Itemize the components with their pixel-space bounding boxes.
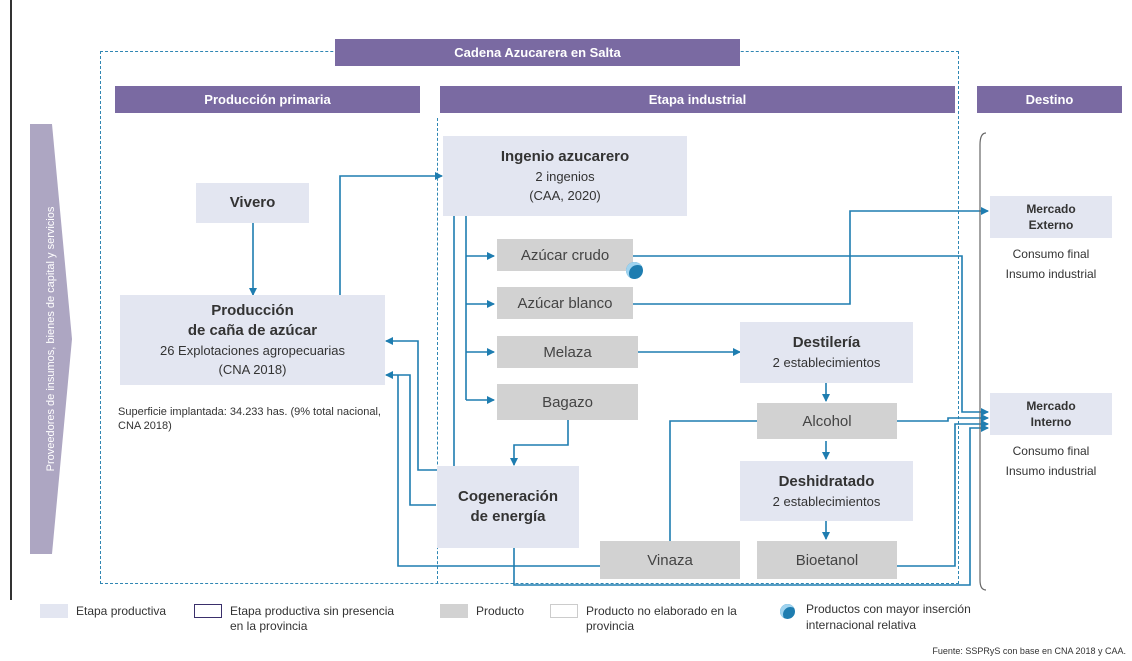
legend-etapa: Etapa productiva bbox=[76, 604, 167, 618]
destileria-box: Destilería 2 establecimientos bbox=[740, 322, 913, 383]
vivero-title: Vivero bbox=[229, 194, 276, 211]
legend-swatch-producto-no bbox=[550, 604, 578, 618]
destileria-line-1: 2 establecimientos bbox=[772, 355, 881, 370]
ingenio-line-2: (CAA, 2020) bbox=[529, 188, 601, 203]
mercado-externo-body: Consumo final Insumo industrial bbox=[990, 238, 1112, 284]
line-alcohol-interno bbox=[897, 414, 989, 422]
legend-globe-dot-icon bbox=[780, 604, 795, 619]
product-bioetanol: Bioetanol bbox=[757, 541, 897, 579]
product-alcohol: Alcohol bbox=[757, 403, 897, 439]
legend-producto-no-2: provincia bbox=[586, 619, 635, 633]
legend-swatch-etapa bbox=[40, 604, 68, 618]
product-azucar-crudo: Azúcar crudo bbox=[497, 239, 633, 271]
product-vinaza: Vinaza bbox=[600, 541, 740, 579]
left-rule bbox=[10, 0, 12, 600]
legend: Etapa productiva Etapa productiva sin pr… bbox=[40, 602, 1100, 643]
mercado-interno-line-2: Insumo industrial bbox=[1005, 464, 1097, 478]
mercado-externo: Mercado Externo Consumo final Insumo ind… bbox=[990, 196, 1112, 296]
legend-producto-no-1: Producto no elaborado en la bbox=[586, 604, 737, 618]
header-primary: Producción primaria bbox=[115, 86, 420, 113]
line-vinaza-produccion bbox=[397, 375, 600, 567]
source-note: Fuente: SSPRyS con base en CNA 2018 y CA… bbox=[932, 646, 1126, 656]
line-alcohol-vinaza bbox=[669, 420, 757, 541]
legend-swatch-etapa-sin bbox=[194, 604, 222, 618]
line-blanco-externo bbox=[633, 207, 989, 305]
cogeneracion-title-1: Cogeneración bbox=[457, 488, 559, 505]
line-cogeneracion-interno bbox=[513, 424, 989, 586]
legend-insercion-1: Productos con mayor inserción bbox=[806, 602, 971, 616]
legend-producto: Producto bbox=[476, 604, 525, 618]
line-cogeneracion-produccion bbox=[385, 371, 436, 506]
line-crudo-interno bbox=[633, 255, 989, 416]
industrial-frame bbox=[437, 118, 438, 584]
legend-etapa-sin-2: en la provincia bbox=[230, 619, 308, 633]
ingenio-line-1: 2 ingenios bbox=[535, 169, 595, 184]
destination-brace bbox=[979, 132, 987, 591]
line-bioetanol-interno bbox=[897, 420, 989, 567]
produccion-title-1: Producción bbox=[211, 302, 294, 319]
cogeneracion-box: Cogeneración de energía bbox=[437, 466, 579, 548]
legend-insercion-2: internacional relativa bbox=[806, 618, 917, 632]
vivero-box: Vivero bbox=[196, 183, 309, 223]
cogeneracion-title-2: de energía bbox=[470, 508, 546, 525]
legend-swatch-producto bbox=[440, 604, 468, 618]
product-melaza: Melaza bbox=[497, 336, 638, 368]
arrow-bagazo-cogeneracion bbox=[510, 420, 569, 466]
deshidratado-box: Deshidratado 2 establecimientos bbox=[740, 461, 913, 521]
mercado-externo-title-1: Mercado bbox=[1026, 202, 1076, 216]
mercado-interno-title-1: Mercado bbox=[1026, 399, 1076, 413]
product-bagazo: Bagazo bbox=[497, 384, 638, 420]
header-industrial: Etapa industrial bbox=[440, 86, 955, 113]
destileria-title: Destilería bbox=[792, 334, 861, 351]
deshidratado-line-1: 2 establecimientos bbox=[772, 493, 881, 509]
header-destination: Destino bbox=[977, 86, 1122, 113]
deshidratado-title: Deshidratado bbox=[778, 472, 875, 490]
globe-dot-icon bbox=[626, 262, 643, 279]
produccion-box: Producción de caña de azúcar 26 Explotac… bbox=[120, 295, 385, 385]
chain-title: Cadena Azucarera en Salta bbox=[335, 39, 740, 66]
produccion-line-1: 26 Explotaciones agropecuarias bbox=[159, 343, 345, 358]
line-ingenio-produccion bbox=[385, 216, 455, 471]
product-azucar-blanco: Azúcar blanco bbox=[497, 287, 633, 319]
side-arrow-shape bbox=[30, 124, 72, 554]
produccion-title-2: de caña de azúcar bbox=[187, 322, 318, 339]
superficie-note: Superficie implantada: 34.233 has. (9% t… bbox=[118, 406, 381, 432]
produccion-line-2: (CNA 2018) bbox=[218, 362, 287, 377]
mercado-interno-body: Consumo final Insumo industrial bbox=[990, 435, 1112, 481]
mercado-interno-line-1: Consumo final bbox=[1012, 444, 1090, 458]
mercado-interno-title-2: Interno bbox=[1030, 415, 1072, 429]
ingenio-title: Ingenio azucarero bbox=[500, 148, 630, 165]
mercado-externo-title: Mercado Externo bbox=[990, 196, 1112, 238]
mercado-externo-title-2: Externo bbox=[1028, 218, 1074, 232]
mercado-externo-line-1: Consumo final bbox=[1012, 247, 1090, 261]
legend-etapa-sin-1: Etapa productiva sin presencia bbox=[230, 604, 395, 618]
ingenio-box: Ingenio azucarero 2 ingenios (CAA, 2020) bbox=[443, 136, 687, 216]
arrow-produccion-ingenio bbox=[339, 172, 443, 295]
mercado-interno-title: Mercado Interno bbox=[990, 393, 1112, 435]
mercado-interno: Mercado Interno Consumo final Insumo ind… bbox=[990, 393, 1112, 493]
mercado-externo-line-2: Insumo industrial bbox=[1005, 267, 1097, 281]
side-arrow: Proveedores de insumos, bienes de capita… bbox=[30, 124, 72, 554]
